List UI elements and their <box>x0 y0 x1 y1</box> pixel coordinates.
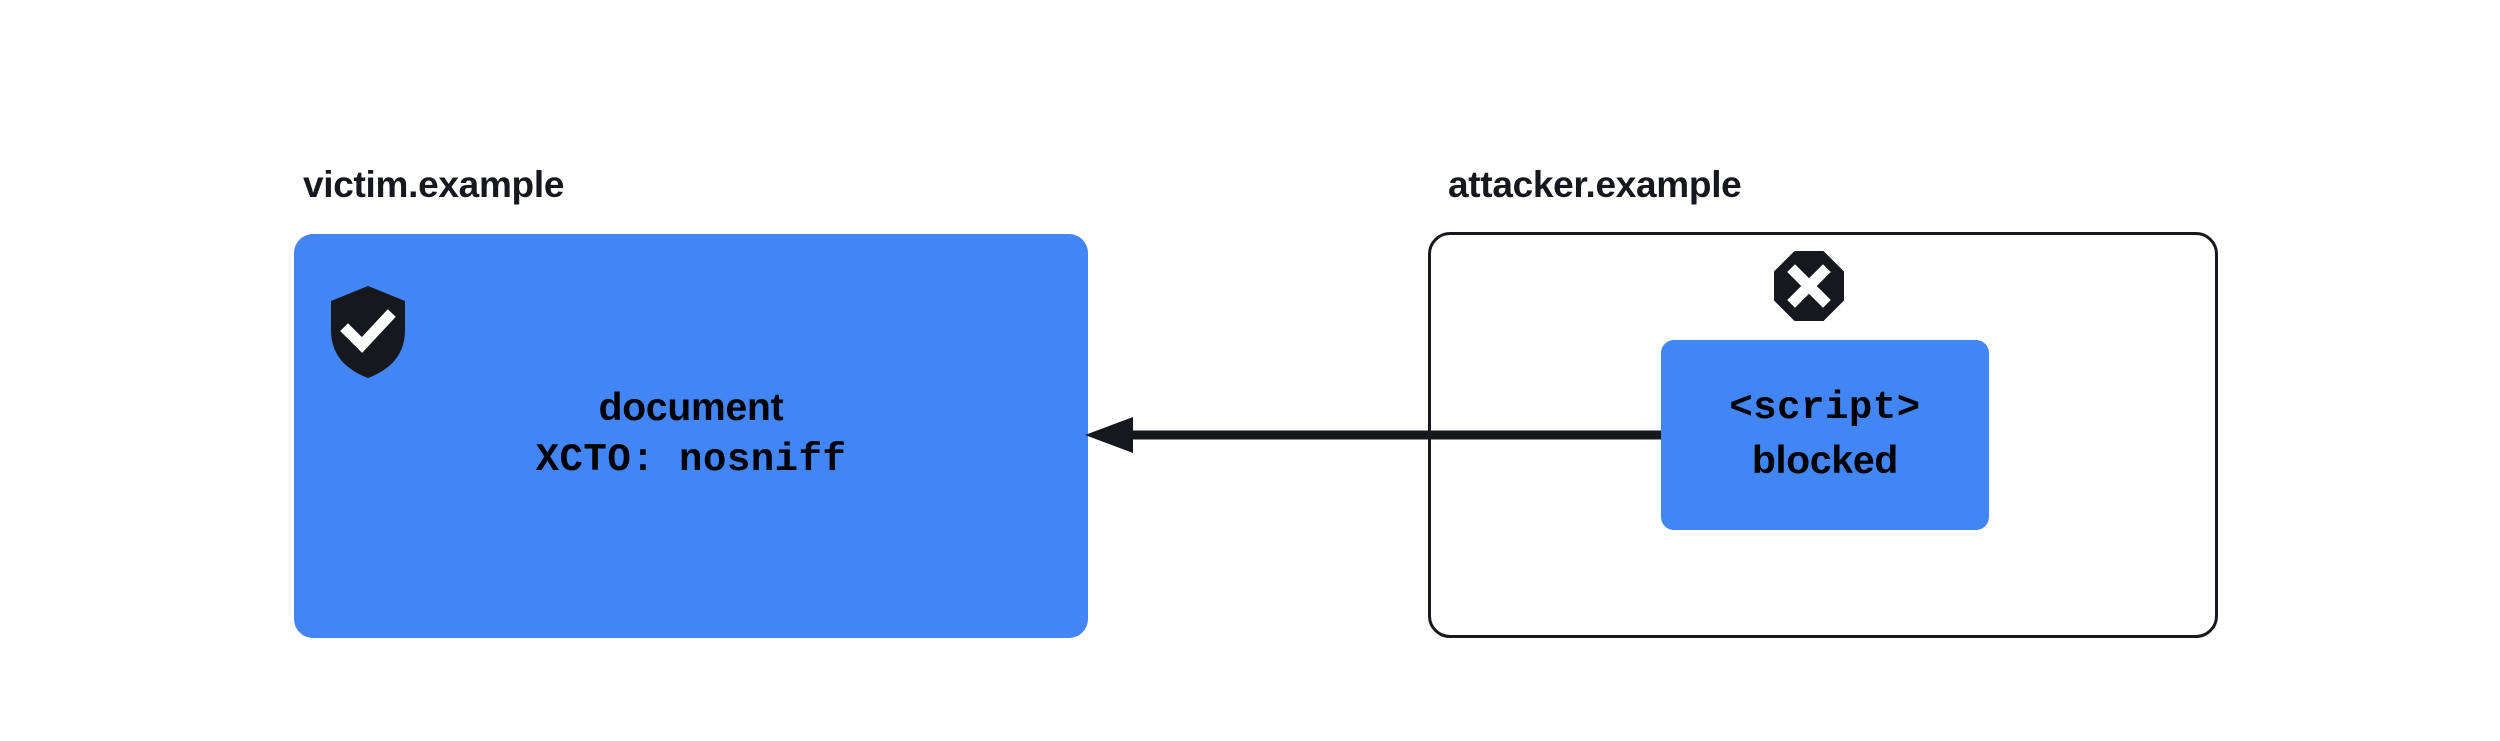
attacker-origin-label: attacker.example <box>1448 164 1742 205</box>
victim-origin-box <box>294 234 1088 638</box>
document-header-value: XCTO: nosniff <box>535 437 847 482</box>
shield-check-icon <box>331 286 405 378</box>
blocked-request-arrow <box>1080 404 1700 466</box>
victim-origin-label: victim.example <box>303 164 565 205</box>
octagon-x-icon <box>1774 251 1844 321</box>
document-title: document <box>598 386 784 429</box>
script-status-label: blocked <box>1752 439 1898 482</box>
victim-document-text: document XCTO: nosniff <box>294 384 1088 484</box>
script-resource-chip: <script> blocked <box>1661 340 1989 530</box>
script-tag-label: <script> <box>1729 386 1921 431</box>
